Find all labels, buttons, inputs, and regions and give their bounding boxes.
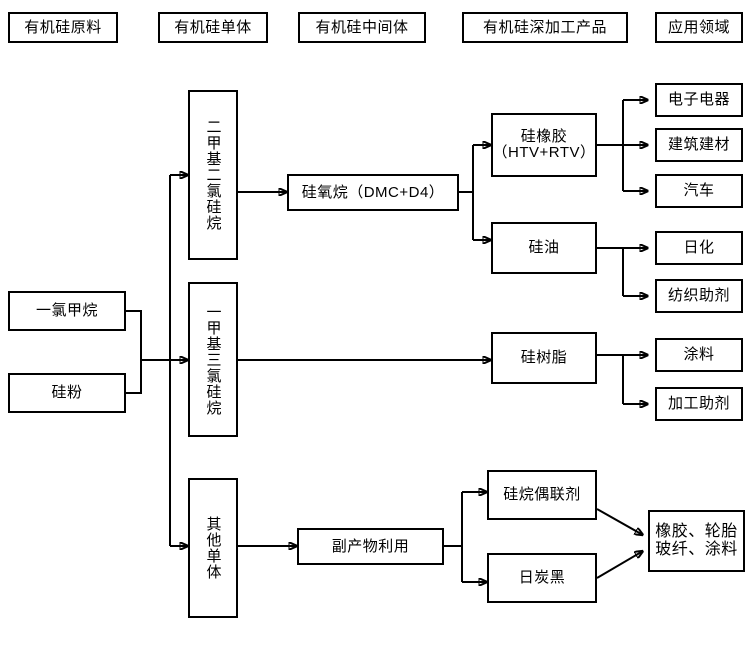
node-app-electronics-label: 电子电器: [667, 91, 730, 109]
node-deep-silicone-resin[interactable]: 硅树脂: [491, 332, 597, 384]
node-app-automotive[interactable]: 汽车: [655, 174, 743, 208]
node-deep-silicone-rubber-label-line2: （HTV+RTV）: [492, 144, 596, 161]
column-header-monomer-label: 有机硅单体: [174, 18, 252, 36]
column-header-intermediate-label: 有机硅中间体: [315, 18, 409, 36]
node-app-textile-auxiliary-label: 纺织助剂: [667, 287, 730, 305]
node-intermediate-byproduct[interactable]: 副产物利用: [297, 528, 444, 565]
node-deep-silane-coupling-agent-label: 硅烷偶联剂: [503, 486, 581, 504]
node-monomer-other-label: 其他单体: [204, 516, 222, 580]
node-monomer-methyltrichlorosilane-label: 一甲基三氯硅烷: [204, 303, 222, 416]
node-app-coating[interactable]: 涂料: [655, 338, 743, 372]
node-raw-silicon-powder[interactable]: 硅粉: [8, 373, 126, 413]
node-app-daily-chemical[interactable]: 日化: [655, 231, 743, 265]
node-deep-silicone-rubber-label-line1: 硅橡胶: [520, 127, 568, 145]
node-deep-silicone-oil-label: 硅油: [528, 239, 560, 257]
node-app-construction-label: 建筑建材: [667, 136, 730, 154]
node-monomer-methyltrichlorosilane[interactable]: 一甲基三氯硅烷: [188, 282, 238, 437]
node-deep-carbon-black[interactable]: 日炭黑: [487, 553, 597, 603]
node-app-textile-auxiliary[interactable]: 纺织助剂: [655, 279, 743, 313]
node-deep-silicone-resin-label: 硅树脂: [520, 349, 568, 367]
node-intermediate-siloxane[interactable]: 硅氧烷（DMC+D4）: [287, 174, 459, 211]
node-app-electronics[interactable]: 电子电器: [655, 83, 743, 117]
node-app-rubber-tire-fiberglass-coating[interactable]: 橡胶、轮胎 玻纤、涂料: [648, 510, 745, 572]
node-deep-silicone-oil[interactable]: 硅油: [491, 222, 597, 274]
node-app-construction[interactable]: 建筑建材: [655, 128, 743, 162]
node-monomer-dimethyldichlorosilane[interactable]: 二甲基二氯硅烷: [188, 90, 238, 260]
node-intermediate-siloxane-label: 硅氧烷（DMC+D4）: [301, 183, 445, 201]
node-app-processing-aid[interactable]: 加工助剂: [655, 387, 743, 421]
column-header-raw-label: 有机硅原料: [24, 18, 102, 36]
node-app-coating-label: 涂料: [683, 346, 715, 364]
column-header-application: 应用领域: [655, 12, 743, 43]
node-monomer-dimethyldichlorosilane-label: 二甲基二氯硅烷: [204, 119, 222, 231]
column-header-deep-label: 有机硅深加工产品: [482, 18, 607, 36]
column-header-deep: 有机硅深加工产品: [462, 12, 628, 43]
node-app-daily-chemical-label: 日化: [683, 239, 715, 257]
node-intermediate-byproduct-label: 副产物利用: [331, 537, 410, 555]
node-raw-methyl-chloride-label: 一氯甲烷: [35, 302, 98, 320]
node-app-rubber-tire-label-line1: 橡胶、轮胎: [655, 523, 738, 541]
column-header-monomer: 有机硅单体: [158, 12, 268, 43]
node-deep-silane-coupling-agent[interactable]: 硅烷偶联剂: [487, 470, 597, 520]
node-app-rubber-tire-label-line2: 玻纤、涂料: [655, 541, 738, 558]
node-app-automotive-label: 汽车: [683, 182, 715, 200]
node-monomer-other[interactable]: 其他单体: [188, 478, 238, 618]
node-deep-silicone-rubber[interactable]: 硅橡胶 （HTV+RTV）: [491, 113, 597, 177]
column-header-intermediate: 有机硅中间体: [298, 12, 426, 43]
node-deep-carbon-black-label: 日炭黑: [518, 569, 566, 587]
node-raw-methyl-chloride[interactable]: 一氯甲烷: [8, 291, 126, 331]
column-header-raw: 有机硅原料: [8, 12, 118, 43]
node-app-processing-aid-label: 加工助剂: [667, 395, 730, 413]
node-raw-silicon-powder-label: 硅粉: [51, 384, 83, 402]
column-header-application-label: 应用领域: [667, 18, 730, 36]
